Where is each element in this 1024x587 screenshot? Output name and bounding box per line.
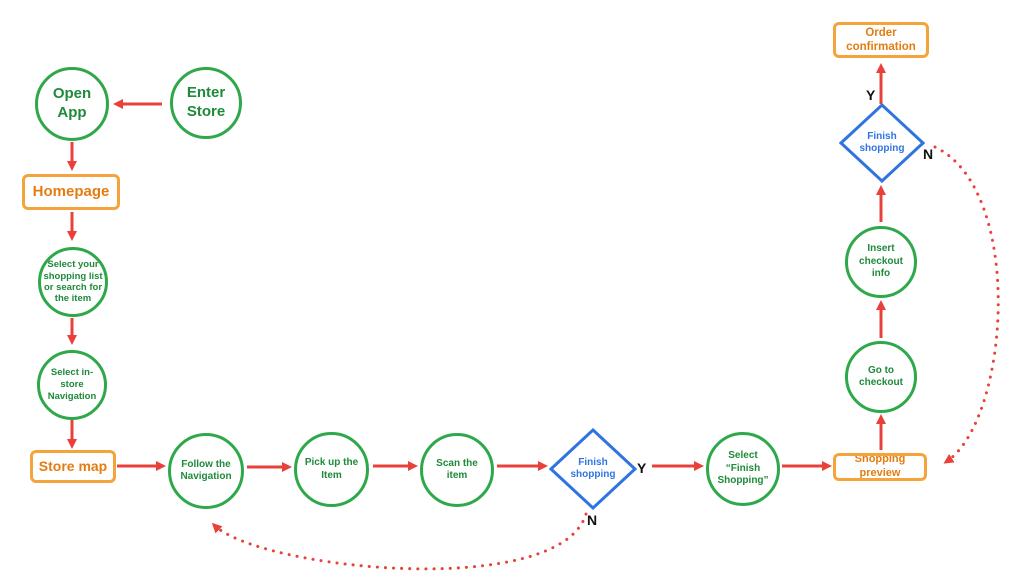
finish-shopping-label-1: Finish shopping bbox=[570, 456, 616, 481]
no-label-2: N bbox=[923, 146, 934, 162]
insert-checkout-label: Insert checkout info bbox=[859, 243, 903, 280]
select-finish-label: Select “Finish Shopping” bbox=[717, 450, 769, 487]
shopping-preview-label: Shopping preview bbox=[854, 453, 906, 479]
order-confirmation-label: Order confirmation bbox=[846, 26, 916, 53]
diamond-shape bbox=[839, 103, 925, 183]
homepage-node: Homepage bbox=[22, 174, 120, 210]
pick-up-label: Pick up the Item bbox=[304, 457, 359, 481]
select-list-node: Select your shopping list or search for … bbox=[38, 247, 108, 317]
enter-store-label: Enter Store bbox=[186, 84, 226, 120]
yes-label-2: Y bbox=[866, 87, 876, 103]
diamond-shape bbox=[549, 428, 637, 510]
follow-nav-node: Follow the Navigation bbox=[168, 433, 244, 509]
store-map-label: Store map bbox=[38, 457, 108, 474]
select-finish-node: Select “Finish Shopping” bbox=[706, 432, 780, 506]
finish-shopping-label-2: Finish shopping bbox=[859, 130, 905, 155]
enter-store-node: Enter Store bbox=[170, 67, 242, 139]
select-nav-label: Select in-store Navigation bbox=[47, 367, 97, 402]
insert-checkout-node: Insert checkout info bbox=[845, 226, 917, 298]
finish-shopping-decision-1: Finish shopping bbox=[549, 428, 637, 510]
go-checkout-node: Go to checkout bbox=[845, 341, 917, 413]
loop-back-arrow-bottom bbox=[211, 512, 588, 571]
select-nav-node: Select in-store Navigation bbox=[37, 350, 107, 420]
go-checkout-label: Go to checkout bbox=[859, 364, 903, 389]
loop-back-arrow-right bbox=[933, 145, 1000, 464]
order-confirmation-node: Order confirmation bbox=[833, 22, 929, 58]
open-app-node: Open App bbox=[35, 67, 109, 141]
scan-item-node: Scan the item bbox=[420, 433, 494, 507]
open-app-label: Open App bbox=[52, 85, 92, 121]
store-map-node: Store map bbox=[30, 450, 116, 483]
select-list-label: Select your shopping list or search for … bbox=[43, 259, 103, 305]
pick-up-node: Pick up the Item bbox=[294, 432, 369, 507]
follow-nav-label: Follow the Navigation bbox=[180, 458, 232, 483]
yes-label-1: Y bbox=[637, 460, 647, 476]
homepage-label: Homepage bbox=[32, 182, 110, 200]
no-label-1: N bbox=[587, 512, 598, 528]
scan-item-label: Scan the item bbox=[436, 457, 478, 482]
finish-shopping-decision-2: Finish shopping bbox=[839, 103, 925, 183]
shopping-preview-node: Shopping preview bbox=[833, 453, 927, 481]
